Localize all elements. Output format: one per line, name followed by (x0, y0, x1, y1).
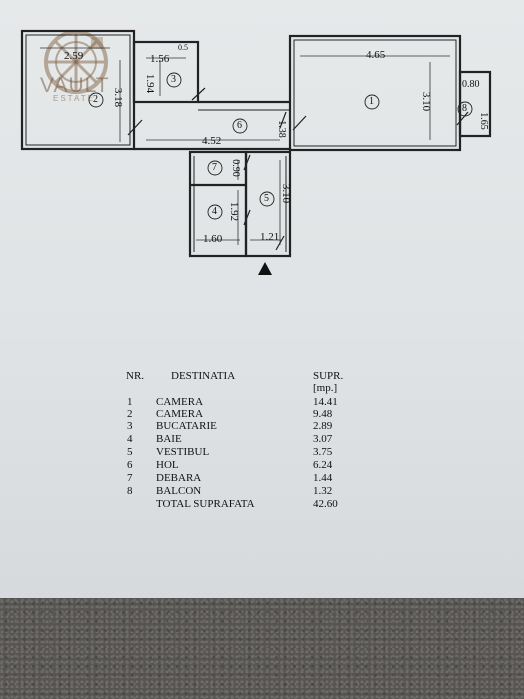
dim-3-10-room1: 3.10 (420, 91, 433, 112)
table-row-area: 3.07 (313, 433, 333, 445)
dim-0-5: 0.5 (178, 43, 188, 52)
table-header-unit: [mp.] (313, 382, 338, 394)
table-header-destinatia: DESTINATIA (171, 370, 236, 382)
table-row-nr: 2 (127, 408, 133, 420)
table-row-name: DEBARA (156, 472, 202, 484)
table-row-nr: 8 (127, 485, 133, 497)
table-row-name: BAIE (156, 433, 182, 445)
dim-1-56: 1.56 (150, 53, 170, 65)
table-row-name: CAMERA (156, 408, 204, 420)
table-row-nr: 7 (127, 472, 133, 484)
dim-1-94: 1.94 (144, 73, 157, 94)
carpet-background (0, 598, 524, 699)
vault-estate-logo (44, 30, 108, 94)
dim-1-92: 1.92 (228, 201, 241, 222)
table-row-area: 2.89 (313, 420, 333, 432)
table-row-nr: 1 (127, 396, 133, 408)
dim-2-59: 2.59 (64, 50, 84, 62)
floor-plan-sheet (0, 0, 524, 598)
table-row-nr: 4 (127, 433, 133, 445)
watermark-brand: VAULT (40, 74, 110, 97)
dim-1-65: 1.65 (477, 112, 489, 130)
table-row-name: HOL (156, 459, 179, 471)
table-row-nr: 3 (127, 420, 133, 432)
dim-1-21: 1.21 (260, 231, 280, 243)
dim-0-90: 0.90 (229, 159, 241, 177)
table-row-area: 3.75 (313, 446, 333, 458)
room-number-1: 1 (369, 96, 374, 107)
table-row-area: 1.32 (313, 485, 333, 497)
table-row-area: 14.41 (313, 396, 338, 408)
dim-3-10-vestibul: 3.10 (280, 183, 293, 204)
room-number-8: 8 (462, 103, 467, 114)
table-row-name: VESTIBUL (156, 446, 210, 458)
room-number-5: 5 (264, 193, 269, 204)
table-header-nr: NR. (126, 370, 145, 382)
table-row-name: CAMERA (156, 396, 204, 408)
table-row-nr: 5 (127, 446, 133, 458)
table-total-area: 42.60 (313, 498, 338, 510)
table-row-area: 9.48 (313, 408, 333, 420)
dim-0-80: 0.80 (462, 79, 480, 90)
dim-4-52: 4.52 (202, 135, 222, 147)
dim-1-38: 1.38 (275, 120, 287, 138)
table-row-name: BALCON (156, 485, 202, 497)
room-number-7: 7 (212, 162, 217, 173)
dim-3-18: 3.18 (112, 87, 125, 108)
dim-1-60: 1.60 (203, 233, 223, 245)
table-row-area: 6.24 (313, 459, 333, 471)
table-total-label: TOTAL SUPRAFATA (156, 498, 255, 510)
room-number-3: 3 (171, 74, 176, 85)
table-row-name: BUCATARIE (156, 420, 217, 432)
table-row-area: 1.44 (313, 472, 333, 484)
room-number-6: 6 (237, 120, 242, 131)
table-header-supr: SUPR. (313, 370, 344, 382)
dim-4-65: 4.65 (366, 49, 386, 61)
entrance-arrow-icon (258, 262, 272, 275)
table-row-nr: 6 (127, 459, 133, 471)
room-number-2: 2 (93, 94, 98, 105)
watermark-sub: ESTATE (53, 94, 95, 103)
floor-plan-drawing (20, 29, 492, 275)
room-number-4: 4 (212, 206, 217, 217)
